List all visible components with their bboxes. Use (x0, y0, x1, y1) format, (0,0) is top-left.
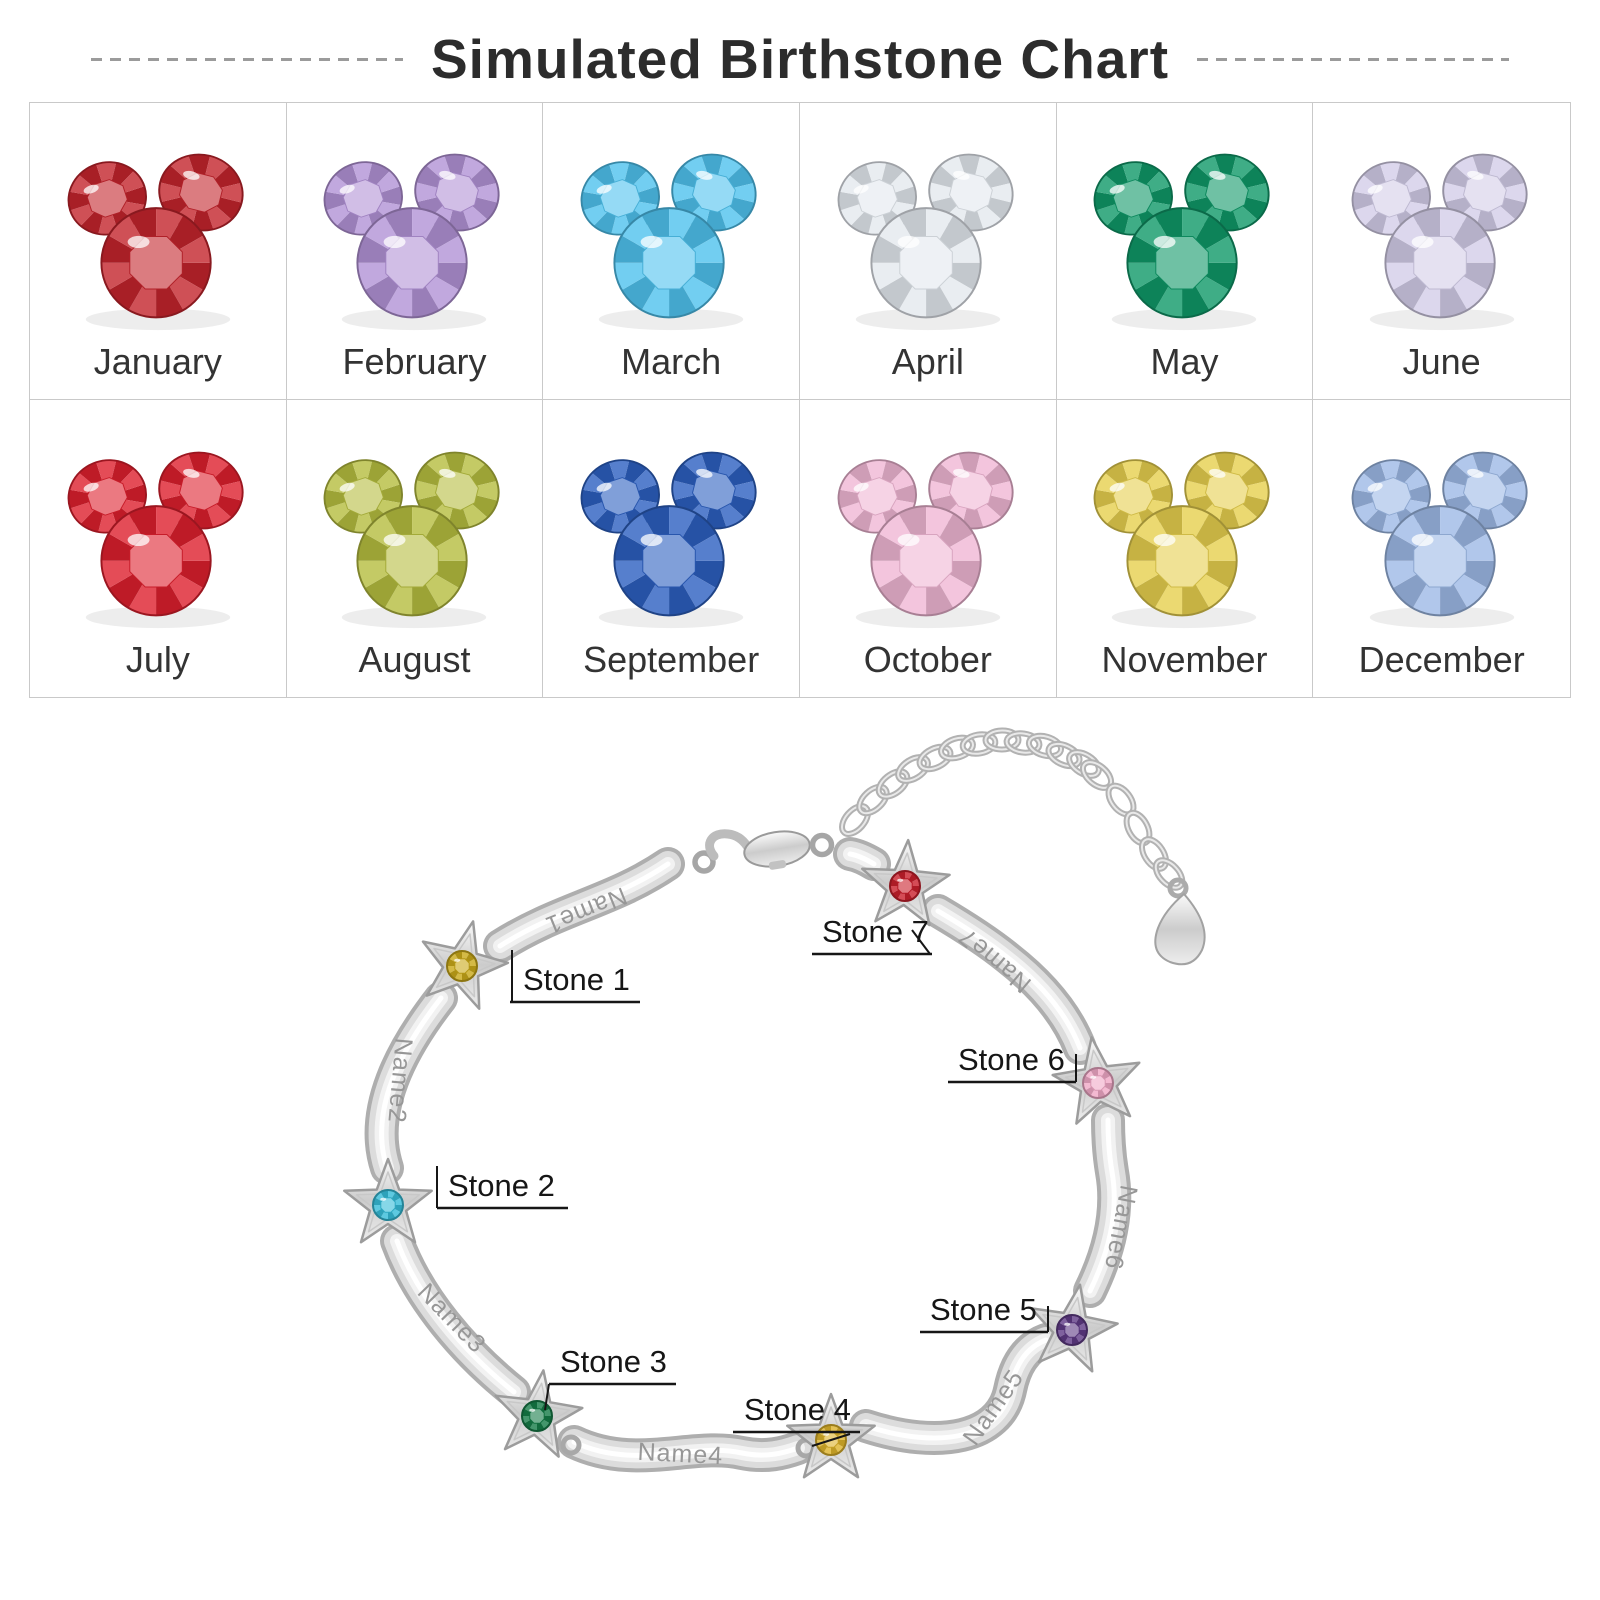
gem-cluster-icon (67, 451, 244, 629)
svg-text:Stone 7: Stone 7 (822, 914, 929, 949)
star-setting (343, 1157, 433, 1244)
birthstone-cell-may: May (1056, 103, 1314, 400)
teardrop-charm-icon (1154, 877, 1206, 966)
extension-chain (839, 727, 1186, 891)
star-setting (1030, 1283, 1119, 1373)
dash-line-left (90, 57, 403, 61)
svg-text:Stone 4: Stone 4 (744, 1392, 851, 1427)
gem-cluster-icon (580, 153, 757, 331)
gem-cluster-icon (580, 451, 757, 629)
birthstone-cell-december: December (1313, 400, 1570, 697)
gem-cluster-icon (324, 153, 501, 331)
stone-label: Stone 1 (510, 950, 640, 1004)
star-setting (1051, 1036, 1141, 1125)
month-label: August (358, 639, 471, 680)
bracelet-photo: Name1Name2Name3Name4Name5Name6Name7Stone… (343, 727, 1206, 1479)
chart-header: Simulated Birthstone Chart (0, 0, 1600, 96)
birthstone-cell-april: April (799, 103, 1057, 400)
gem-cluster-icon (1094, 451, 1271, 629)
month-label: January (93, 341, 222, 382)
birthstone-cell-october: October (800, 400, 1057, 697)
birthstone-cell-june: June (1313, 103, 1570, 400)
birthstone-cell-january: January (30, 103, 287, 400)
month-label: April (891, 341, 964, 382)
stone-label: Stone 4 (733, 1392, 860, 1447)
birthstone-cell-march: March (543, 103, 800, 400)
star-setting (421, 920, 510, 1010)
month-label: November (1101, 639, 1268, 680)
gem-cluster-icon (1351, 451, 1528, 629)
gem-cluster-icon (324, 451, 501, 629)
month-label: December (1358, 639, 1525, 680)
gem-cluster-icon (1351, 153, 1528, 331)
gem-cluster-icon (837, 451, 1014, 629)
stone-label: Stone 7 (812, 914, 932, 956)
star-setting (494, 1369, 584, 1458)
svg-text:Stone 3: Stone 3 (560, 1344, 667, 1379)
gem-cluster-icon (1094, 153, 1271, 331)
stone-labels: Stone 1 Stone 2 Stone 3 Stone 4 Stone 5 Stone… (436, 914, 1077, 1447)
month-label: March (621, 341, 722, 382)
svg-text:Stone 6: Stone 6 (958, 1042, 1065, 1077)
month-label: July (125, 639, 190, 680)
svg-text:Stone 5: Stone 5 (930, 1292, 1037, 1327)
page-title: Simulated Birthstone Chart (430, 28, 1170, 90)
lobster-clasp-icon (692, 829, 859, 874)
stone-label: Stone 6 (948, 1042, 1077, 1084)
dash-line-right (1197, 57, 1510, 61)
birthstone-cell-february: February (286, 103, 544, 400)
svg-text:Stone 1: Stone 1 (523, 962, 630, 997)
gem-cluster-icon (837, 153, 1014, 331)
name-engraving: Name4 (637, 1438, 724, 1470)
svg-text:Stone 2: Stone 2 (448, 1168, 555, 1203)
birthstone-cell-september: September (543, 400, 800, 697)
stone-label: Stone 2 (436, 1166, 568, 1210)
month-label: October (863, 639, 992, 680)
birthstone-cell-november: November (1057, 400, 1314, 697)
stone-label: Stone 3 (544, 1344, 676, 1411)
stone-label: Stone 5 (920, 1292, 1049, 1334)
bracelet-bars (364, 837, 1132, 1473)
month-label: May (1150, 341, 1219, 382)
month-label: September (583, 639, 760, 680)
star-setting (861, 838, 951, 927)
month-label: June (1402, 341, 1481, 382)
gem-cluster-icon (67, 153, 244, 331)
month-label: February (342, 341, 487, 382)
birthstone-cell-july: July (30, 400, 287, 697)
birthstone-cell-august: August (287, 400, 544, 697)
